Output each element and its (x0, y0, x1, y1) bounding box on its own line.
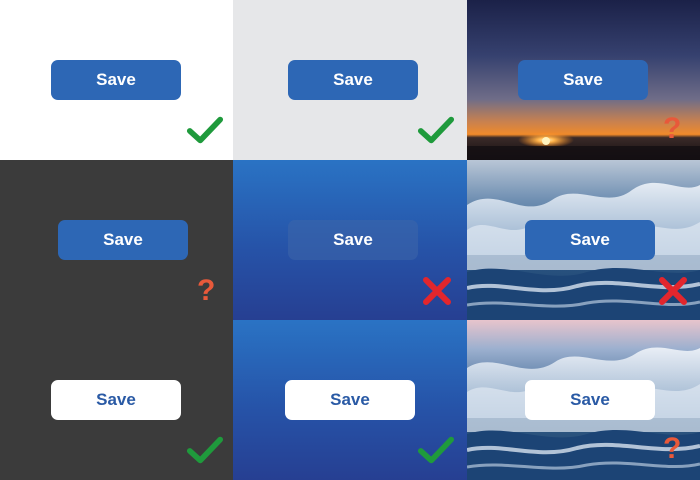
cross-icon (659, 277, 687, 305)
check-icon (186, 116, 224, 144)
cell-sunset-photo: Save ? (467, 0, 700, 160)
save-button[interactable]: Save (51, 380, 181, 420)
cell-ocean-waves-photo: Save ? (467, 320, 700, 480)
save-button[interactable]: Save (518, 60, 648, 100)
save-button[interactable]: Save (525, 220, 655, 260)
cell-dark-gray-background: Save ? (0, 160, 233, 320)
save-button[interactable]: Save (525, 380, 655, 420)
cell-ocean-waves-photo: Save (467, 160, 700, 320)
cell-blue-gradient-background: Save (233, 160, 467, 320)
check-icon (417, 436, 455, 464)
cell-light-gray-background: Save (233, 0, 467, 160)
cell-blue-gradient-background: Save (233, 320, 467, 480)
check-icon (186, 436, 224, 464)
save-button[interactable]: Save (288, 220, 418, 260)
question-mark: ? (663, 432, 682, 465)
cross-icon (423, 277, 451, 305)
save-button[interactable]: Save (58, 220, 188, 260)
check-icon (417, 116, 455, 144)
cell-white-background: Save (0, 0, 233, 160)
question-mark: ? (197, 274, 216, 307)
save-button[interactable]: Save (51, 60, 181, 100)
question-mark: ? (663, 112, 682, 145)
save-button[interactable]: Save (285, 380, 415, 420)
cell-dark-gray-background: Save (0, 320, 233, 480)
save-button[interactable]: Save (288, 60, 418, 100)
